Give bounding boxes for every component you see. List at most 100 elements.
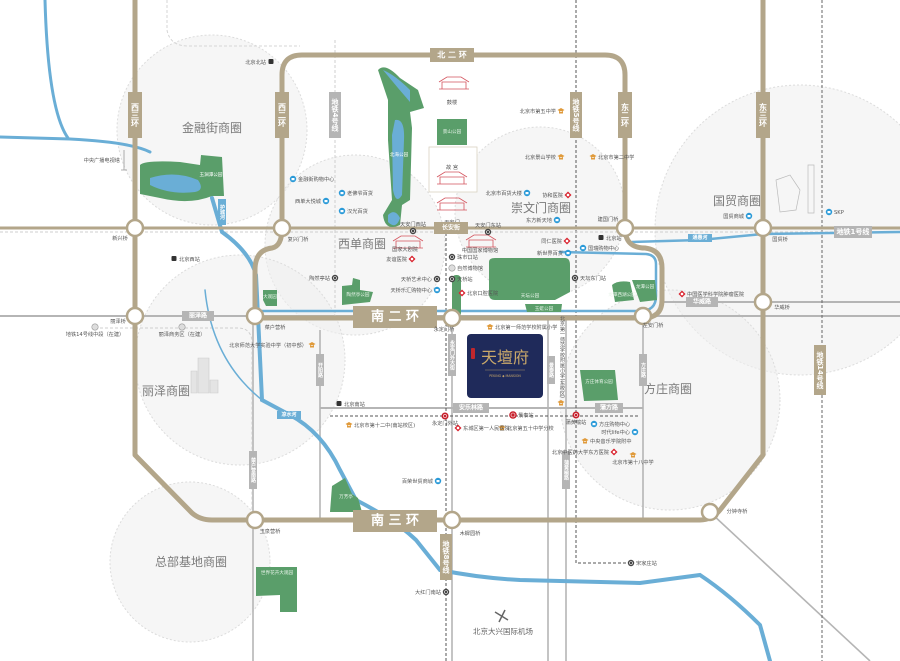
poi-label: 东城区第一人民医院 bbox=[463, 424, 511, 432]
poi-label: 北京市百货大楼 bbox=[486, 189, 522, 197]
hospital-poi[interactable]: 北京中医药大学东方医院 bbox=[552, 448, 618, 456]
poi-label: 珠市口站 bbox=[457, 253, 478, 261]
poi-label: 中央音乐学院附中 bbox=[590, 437, 632, 445]
road-label: 地铁8号线 bbox=[442, 540, 450, 575]
shop-poi[interactable]: 百荣世贸商城 bbox=[402, 477, 442, 485]
school-poi[interactable]: 北京市第二中学 bbox=[589, 153, 635, 161]
shop-poi[interactable]: 北京市百货大楼 bbox=[486, 189, 531, 197]
school-poi[interactable]: 北京第一师范学校附属小学 bbox=[486, 323, 558, 331]
station-poi[interactable]: 北京北站 bbox=[245, 58, 274, 66]
shop-poi[interactable]: 方庄购物中心 bbox=[590, 420, 630, 428]
road-label: 华威路 bbox=[693, 298, 712, 306]
park-shape bbox=[632, 280, 657, 302]
road-label: 方庄路 bbox=[640, 362, 647, 379]
station-poi[interactable]: 蒲黄榆站 bbox=[566, 411, 587, 427]
park-label: 万芳亭 bbox=[339, 493, 353, 500]
station-poi[interactable]: 天桥站 bbox=[448, 275, 473, 283]
metro-station-icon bbox=[409, 227, 417, 235]
district-label: 国贸商圈 bbox=[713, 193, 761, 208]
metro-station-icon bbox=[433, 275, 441, 283]
station-poi[interactable]: 景泰站 bbox=[509, 411, 534, 419]
station-poi[interactable]: 地铁14号线中段（在建） bbox=[66, 323, 124, 338]
station-poi[interactable]: 永定门外站 bbox=[432, 412, 458, 428]
interchange-node bbox=[442, 308, 462, 328]
station-poi[interactable]: 天坛东门站 bbox=[571, 274, 606, 282]
station-poi[interactable]: 自然博物馆 bbox=[448, 264, 483, 272]
station-poi[interactable]: 北京西站 bbox=[171, 255, 200, 263]
poi-label: 天桥艺术中心 bbox=[401, 275, 432, 283]
district-label: 丽泽商圈 bbox=[142, 383, 190, 398]
road-label: 地铁14号线 bbox=[816, 350, 824, 390]
shop-poi[interactable]: 新世界百货 bbox=[537, 249, 572, 257]
poi-label: 北京市第二中学 bbox=[598, 153, 634, 161]
station-poi[interactable]: 大红门南站 bbox=[415, 588, 450, 596]
school-poi[interactable]: 中央音乐学院附中 bbox=[581, 437, 632, 445]
hospital-poi[interactable]: 协和医院 bbox=[542, 191, 572, 199]
hospital-poi[interactable]: 同仁医院 bbox=[541, 237, 571, 245]
shop-poi[interactable]: 老佛爷百货 bbox=[338, 189, 373, 197]
station-poi[interactable]: 陶然亭站 bbox=[309, 274, 339, 282]
bridge-label: 新兴桥 bbox=[112, 234, 128, 242]
road-label-box: 地铁1号线 bbox=[834, 226, 872, 238]
school-poi[interactable]: 北京第五十中学分校 bbox=[498, 424, 554, 432]
project-marker-tiantanfu[interactable]: 天壇府 PEKING ◆ MANSION bbox=[467, 334, 543, 398]
hospital-poi[interactable]: 北京口腔医院 bbox=[458, 289, 499, 297]
road-label-box: 安乐林路 bbox=[453, 403, 489, 413]
road-label: 地铁1号线 bbox=[837, 227, 870, 236]
metro-station-icon bbox=[627, 559, 635, 567]
shop-poi[interactable]: 国贸商城 bbox=[723, 212, 753, 220]
district-circle bbox=[559, 289, 781, 511]
interchange-node bbox=[615, 218, 635, 238]
station-poi[interactable]: 天安门东站 bbox=[475, 221, 501, 236]
school-icon bbox=[581, 438, 589, 444]
shop-poi[interactable]: 汉光百货 bbox=[338, 207, 368, 215]
school-poi[interactable]: 北京市第十二中(南站校区) bbox=[345, 421, 416, 429]
metro-station-icon bbox=[448, 275, 456, 283]
station-poi[interactable]: 丽泽商务区（在建） bbox=[159, 323, 206, 338]
train-station-icon bbox=[171, 256, 177, 261]
station-poi[interactable]: 宋家庄站 bbox=[627, 559, 657, 567]
station-poi[interactable]: 北京站 bbox=[598, 234, 622, 242]
school-poi[interactable]: 北京市第五中学 bbox=[520, 107, 565, 115]
school-poi[interactable]: 北京第一师范学校附属小学(东校区) bbox=[557, 315, 566, 406]
station-poi[interactable]: 北京南站 bbox=[336, 400, 365, 408]
park-label: 北海公园 bbox=[390, 151, 409, 158]
poi-label: 蒲黄榆站 bbox=[566, 418, 587, 426]
school-poi[interactable]: 北京市第十八中学 bbox=[612, 452, 654, 466]
shop-poi[interactable]: 金融街购物中心 bbox=[289, 175, 335, 183]
school-icon bbox=[557, 108, 565, 114]
interchange-node bbox=[700, 502, 720, 522]
school-icon bbox=[589, 154, 597, 160]
shop-poi[interactable]: 东方新天地 bbox=[526, 216, 561, 224]
road-label: 景泰路 bbox=[548, 362, 555, 379]
hospital-poi[interactable]: 中国医学科学院肿瘤医院 bbox=[678, 290, 745, 298]
bridge-label: 分钟寺桥 bbox=[727, 507, 749, 515]
shop-poi[interactable]: 时代life中心 bbox=[601, 428, 639, 436]
road-label-box: 西二环 bbox=[275, 92, 289, 138]
road-label-box: 长安街 bbox=[434, 222, 468, 234]
shop-poi[interactable]: 国瑞购物中心 bbox=[579, 244, 619, 252]
school-poi[interactable]: 北京师范大学实验中学（初中部） bbox=[229, 341, 316, 349]
hospital-poi[interactable]: 友谊医院 bbox=[386, 255, 416, 263]
station-poi[interactable]: 珠市口站 bbox=[448, 253, 478, 261]
road-label-box: 蒲黄榆路 bbox=[562, 451, 570, 489]
shopping-icon bbox=[590, 420, 598, 428]
hospital-icon bbox=[408, 255, 416, 263]
station-poi[interactable]: 天桥艺术中心 bbox=[401, 275, 441, 283]
shopping-icon bbox=[631, 428, 639, 436]
metro-station-icon bbox=[484, 228, 492, 236]
hospital-poi[interactable]: 东城区第一人民医院 bbox=[454, 424, 511, 432]
shop-poi[interactable]: 西单大悦城 bbox=[295, 197, 330, 205]
shop-poi[interactable]: SKP bbox=[825, 208, 844, 216]
park-shape bbox=[437, 119, 467, 145]
school-icon bbox=[557, 400, 565, 406]
poi-label: 百荣世贸商城 bbox=[402, 477, 434, 485]
poi-label: 北京第一师范学校附属小学(东校区) bbox=[559, 315, 565, 398]
school-poi[interactable]: 北京景山学校 bbox=[525, 153, 565, 161]
station-poi[interactable]: 天安门西站 bbox=[400, 220, 426, 235]
poi-label: SKP bbox=[834, 210, 844, 216]
district-label: 崇文门商圈 bbox=[511, 200, 571, 215]
river-tonghuihe bbox=[630, 230, 900, 244]
road-label: 护城河 bbox=[219, 204, 226, 221]
shop-poi[interactable]: 天桥乐汇购物中心 bbox=[390, 286, 441, 294]
